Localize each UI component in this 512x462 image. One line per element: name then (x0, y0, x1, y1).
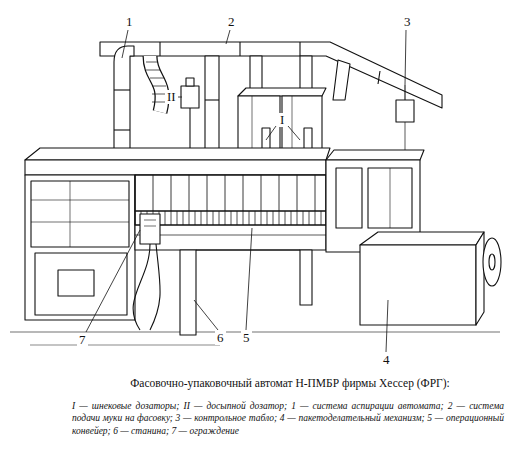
callout-number: 3 (402, 15, 413, 29)
callout-number: 2 (226, 15, 237, 29)
figure-caption: Фасовочно-упаковочный автомат Н-ПМБР фир… (70, 377, 510, 389)
callout-number: 7 (77, 333, 88, 347)
callout-number: 1 (124, 15, 135, 29)
callout-number: II (165, 90, 178, 104)
callout-number: 5 (241, 331, 252, 345)
callout-number: 4 (381, 353, 392, 367)
legend-text: I — шнековые дозаторы; II — досыпной доз… (72, 400, 504, 437)
callout-number: 6 (215, 331, 226, 345)
callout-number: I (278, 113, 286, 127)
